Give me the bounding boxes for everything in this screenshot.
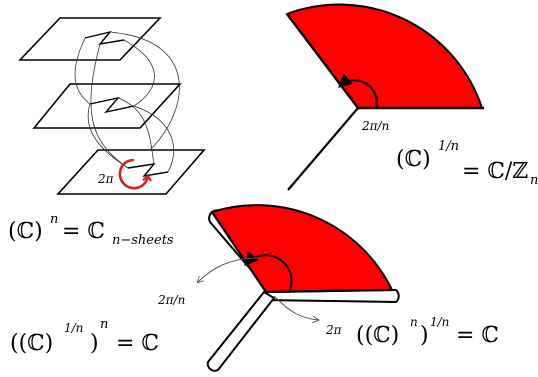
- combined-wedge-edge-b: [265, 288, 393, 294]
- eq-sheets-sup: n: [50, 212, 58, 227]
- combined-diagram: 2π/n 2π: [157, 204, 400, 372]
- sheet-bottom: [56, 149, 206, 195]
- eq-rp-open: ((ℂ): [356, 323, 399, 348]
- eq-sheets-sub: n−sheets: [112, 233, 174, 248]
- equation-power-root: ((ℂ) 1/n ) n = ℂ: [10, 317, 159, 356]
- eq-rp-rhs: = ℂ: [456, 323, 499, 348]
- eq-rp-outer-sup: 1/n: [430, 315, 449, 329]
- eq-pr-open: ((ℂ): [10, 331, 53, 356]
- sheet-connectors: [74, 31, 180, 173]
- label-bottom-angle: 2π/n: [157, 293, 185, 307]
- wedge-sector: [285, 3, 484, 109]
- root-wedge-diagram: 2π/n: [285, 3, 484, 191]
- cut-strip-right: [262, 289, 400, 304]
- eq-rp-inner-sup: n: [410, 315, 418, 329]
- eq-root-rhs: = ℂ/ℤ: [462, 159, 528, 184]
- equation-root: (ℂ) 1/n = ℂ/ℤ n: [396, 139, 538, 188]
- eq-pr-inner-sup: 1/n: [64, 321, 83, 335]
- combined-wedge-sector: [210, 204, 394, 294]
- label-sheets-two-pi: 2π: [97, 172, 115, 186]
- eq-pr-rhs: = ℂ: [116, 331, 159, 356]
- winding-loop: [118, 158, 152, 190]
- red-loop-icon: [118, 158, 150, 190]
- eq-pr-close: ): [90, 331, 99, 356]
- eq-sheets-rhs: = ℂ: [62, 219, 105, 244]
- outer-arc-left: [198, 257, 259, 282]
- sheets-diagram: [18, 17, 206, 195]
- label-bottom-two-pi: 2π: [325, 323, 343, 337]
- wedge-extension-line: [287, 107, 359, 191]
- branch-cut-top: [84, 30, 125, 46]
- combined-wedge-edge-a: [211, 211, 267, 293]
- eq-rp-close: ): [420, 323, 429, 348]
- label-wedge-angle: 2π/n: [361, 119, 389, 133]
- branch-cut-bottom: [127, 163, 169, 178]
- eq-root-sup: 1/n: [438, 139, 459, 154]
- eq-sheets-lhs: (ℂ): [8, 219, 43, 244]
- wedge-upper-edge: [286, 13, 359, 109]
- eq-root-lhs: (ℂ): [396, 147, 431, 172]
- equation-sheets: (ℂ) n = ℂ n−sheets: [8, 212, 174, 248]
- equation-root-power: ((ℂ) n ) 1/n = ℂ: [356, 315, 499, 348]
- branch-cut-middle: [89, 96, 135, 114]
- cut-strip-down: [206, 290, 276, 372]
- sheet-top: [18, 17, 162, 61]
- eq-root-sub: n: [530, 173, 538, 188]
- wedge-angle-arc: [337, 73, 378, 109]
- eq-pr-outer-sup: n: [100, 317, 108, 332]
- sheet-middle: [32, 83, 182, 129]
- outer-arc-right: [273, 295, 318, 320]
